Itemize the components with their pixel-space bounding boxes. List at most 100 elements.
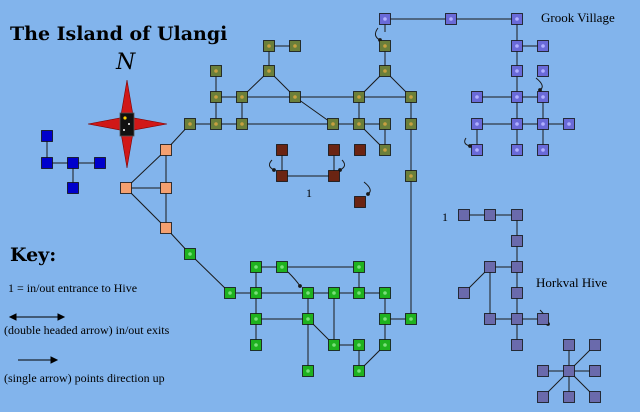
blue-room	[94, 157, 106, 169]
grook-room-marker	[475, 95, 479, 99]
map-title: The Island of Ulangi	[10, 23, 227, 45]
double-arrow-icon	[8, 313, 66, 321]
hive-room	[484, 313, 496, 325]
hive-room	[589, 365, 601, 377]
brown-room	[354, 196, 366, 208]
hive-room	[537, 365, 549, 377]
brown-room	[328, 144, 340, 156]
green-room-marker	[357, 265, 361, 269]
olive-room-marker	[240, 122, 244, 126]
olive-room-marker	[357, 122, 361, 126]
green-room-marker	[409, 317, 413, 321]
key-entrance-text: 1 = in/out entrance to Hive	[8, 281, 137, 295]
map-arrow-head	[538, 88, 542, 92]
key-single-arrow-text: (single arrow) points direction up	[4, 371, 165, 385]
map-rooms	[41, 13, 601, 403]
olive-room-marker	[383, 148, 387, 152]
grook-room-marker	[515, 69, 519, 73]
brown-room	[276, 170, 288, 182]
grook-room-marker	[567, 122, 571, 126]
hive-room	[458, 287, 470, 299]
olive-room-marker	[383, 69, 387, 73]
map-path	[125, 187, 167, 229]
map-path	[294, 96, 334, 125]
grook-room-marker	[449, 17, 453, 21]
salmon-room	[160, 144, 172, 156]
olive-room-marker	[188, 122, 192, 126]
hive-room	[458, 209, 470, 221]
grook-room-marker	[515, 122, 519, 126]
blue-room	[41, 130, 53, 142]
single-arrow-icon	[18, 356, 59, 364]
hive-entrance-marker-west: 1	[306, 186, 312, 200]
olive-room-marker	[240, 95, 244, 99]
key-double-arrow-text: (double headed arrow) in/out exits	[4, 323, 170, 337]
green-room-marker	[332, 291, 336, 295]
green-room-marker	[332, 343, 336, 347]
grook-room-marker	[383, 17, 387, 21]
map-path	[125, 149, 167, 189]
hive-room	[537, 313, 549, 325]
olive-room-marker	[214, 95, 218, 99]
green-room-marker	[357, 369, 361, 373]
green-room-marker	[306, 317, 310, 321]
brown-room	[276, 144, 288, 156]
olive-room-marker	[331, 122, 335, 126]
olive-room-marker	[293, 95, 297, 99]
grook-room-marker	[541, 69, 545, 73]
grook-room-marker	[475, 122, 479, 126]
olive-room-marker	[383, 44, 387, 48]
hive-room	[511, 261, 523, 273]
grook-room-marker	[515, 44, 519, 48]
green-room-marker	[228, 291, 232, 295]
green-room-marker	[306, 291, 310, 295]
olive-room-marker	[293, 44, 297, 48]
hive-room	[589, 391, 601, 403]
grook-room-marker	[515, 95, 519, 99]
map-arrow	[363, 181, 371, 195]
map-arrow	[535, 77, 543, 91]
olive-room-marker	[214, 122, 218, 126]
grook-room-marker	[541, 148, 545, 152]
map-arrow-head	[468, 144, 472, 148]
hive-entrance-marker-east: 1	[442, 210, 448, 224]
hive-room	[511, 235, 523, 247]
brown-room	[354, 144, 366, 156]
green-room-marker	[306, 369, 310, 373]
blue-room	[67, 157, 79, 169]
green-room-marker	[383, 291, 387, 295]
compass-rose-icon	[87, 79, 168, 169]
grook-room-marker	[515, 17, 519, 21]
grook-room-marker	[541, 44, 545, 48]
hive-room	[511, 313, 523, 325]
green-room-marker	[357, 291, 361, 295]
hive-room	[563, 365, 575, 377]
salmon-room	[160, 222, 172, 234]
hive-room	[537, 391, 549, 403]
olive-room-marker	[357, 95, 361, 99]
green-room-marker	[254, 343, 258, 347]
grook-room-marker	[541, 122, 545, 126]
blue-room	[67, 182, 79, 194]
map-arrow	[287, 271, 301, 287]
olive-room-marker	[267, 69, 271, 73]
map-arrow	[374, 27, 381, 41]
hive-room	[511, 209, 523, 221]
grook-room-marker	[475, 148, 479, 152]
olive-room-marker	[409, 95, 413, 99]
green-room-marker	[254, 317, 258, 321]
olive-room-marker	[214, 69, 218, 73]
hive-room	[484, 261, 496, 273]
hive-room	[563, 391, 575, 403]
salmon-room	[160, 182, 172, 194]
grook-room-marker	[515, 148, 519, 152]
olive-room-marker	[383, 122, 387, 126]
north-label: N	[115, 50, 136, 75]
green-room-marker	[280, 265, 284, 269]
map-arrow-head	[298, 284, 302, 288]
map-arrow-head	[272, 168, 276, 172]
green-room-marker	[254, 265, 258, 269]
map-arrow-head	[366, 192, 370, 196]
green-room-marker	[254, 291, 258, 295]
